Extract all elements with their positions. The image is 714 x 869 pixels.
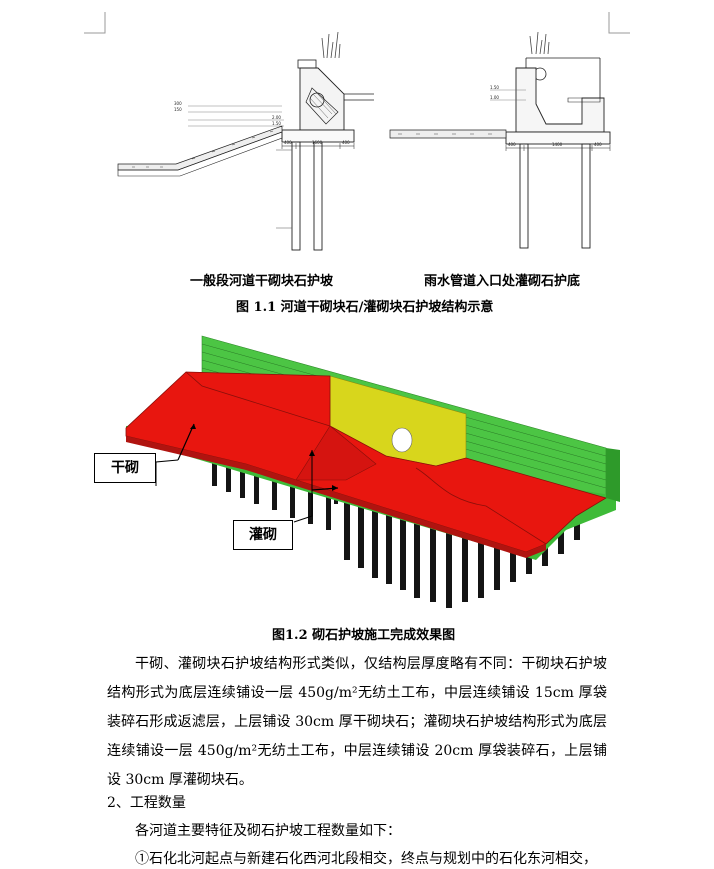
left-dim-2: 1600 (312, 140, 323, 145)
right-dim-3: 400 (594, 142, 602, 147)
right-dim-2: 1400 (552, 142, 563, 147)
right-elev-2: 1.00 (490, 95, 499, 100)
dry-masonry-section-drawing: 400 1600 400 300 150 2.00 1.50 (117, 31, 374, 251)
left-elev-4: 1.50 (272, 121, 281, 126)
figure-1-1-caption: 图 1.1 河道干砌块石/灌砌块石护坡结构示意 (236, 300, 494, 315)
grouted-masonry-section-drawing: 400 1400 400 1.50 1.00 (389, 31, 611, 249)
left-subfigure-title: 一般段河道干砌块石护坡 (190, 274, 334, 289)
left-elev-2: 150 (174, 107, 182, 112)
right-subfigure-title: 雨水管道入口处灌砌石护底 (424, 274, 581, 289)
left-dim-1: 400 (284, 140, 292, 145)
top-left-corner-mark (84, 12, 106, 34)
left-dim-3: 400 (342, 140, 350, 145)
top-right-corner-mark (608, 12, 630, 34)
right-elev-1: 1.50 (490, 85, 499, 90)
callout-leaders (155, 423, 339, 523)
intro-line: 各河道主要特征及砌石护坡工程数量如下： (135, 823, 401, 839)
structure-paragraph: 干砌、灌砌块石护坡结构形式类似，仅结构层厚度略有不同：干砌块石护坡结构形式为底层… (107, 656, 607, 788)
pipe-inlet-opening (391, 427, 413, 453)
figure-1-2-caption: 图1.2 砌石护坡施工完成效果图 (272, 628, 456, 643)
callout-grouted-masonry-label: 灌砌 (233, 520, 293, 550)
callout-dry-masonry-label: 干砌 (94, 453, 156, 483)
left-elev-3: 2.00 (272, 115, 281, 120)
masonry-3d-rendering (125, 335, 620, 608)
left-elev-1: 300 (174, 101, 182, 106)
right-dim-1: 400 (508, 142, 516, 147)
section-heading: 2、工程数量 (107, 795, 186, 811)
list-item-1: ①石化北河起点与新建石化西河北段相交，终点与规划中的石化东河相交， (135, 851, 597, 867)
